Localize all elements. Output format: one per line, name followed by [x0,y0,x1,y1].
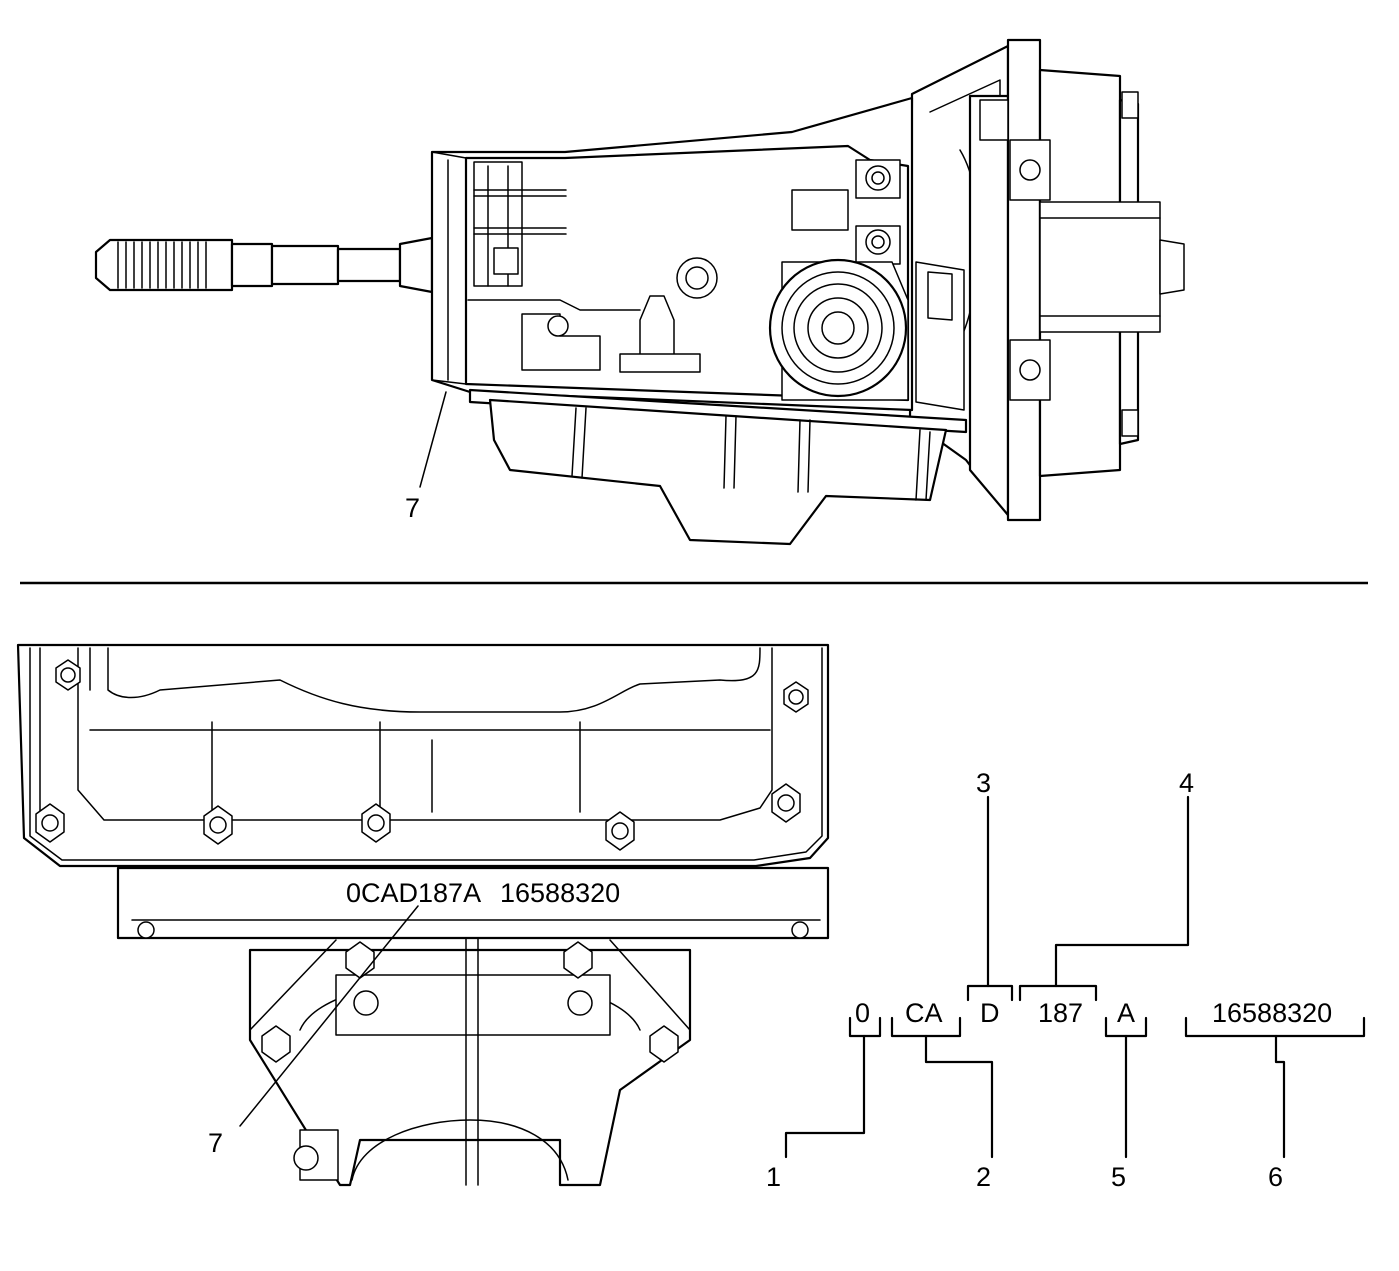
transmission-side-view: 7 [94,38,1185,546]
output-shaft [94,236,434,294]
bell-housing [908,38,1185,522]
callout-6: 6 [1268,1162,1283,1192]
segment-shift: A [1117,998,1135,1028]
callout-top-7: 7 [405,493,420,523]
callout-1: 1 [766,1162,781,1192]
stamped-part-number: 16588320 [500,878,620,908]
callout-5: 5 [1111,1162,1126,1192]
leader-top-7 [419,391,447,488]
callout-4: 4 [1179,768,1194,798]
stamped-id-code: 0CAD187A [346,878,481,908]
callout-bottom-7: 7 [208,1128,223,1158]
segment-model: D [980,998,1000,1028]
oil-pan-bottom-view: 0CAD187A 16588320 7 [16,643,830,1187]
segment-year: 0 [855,998,870,1028]
pan-bolts [35,659,809,1063]
callout-3: 3 [976,768,991,798]
transmission-case [430,96,965,412]
oil-pan-side [468,388,968,546]
leader-bottom-7 [239,905,419,1127]
code-breakdown: 0 CA D 187 A 16588320 1 2 3 4 5 6 [766,768,1366,1192]
segment-day: 187 [1038,998,1083,1028]
segment-part-number: 16588320 [1212,998,1332,1028]
segment-plant: CA [905,998,943,1028]
callout-2: 2 [976,1162,991,1192]
